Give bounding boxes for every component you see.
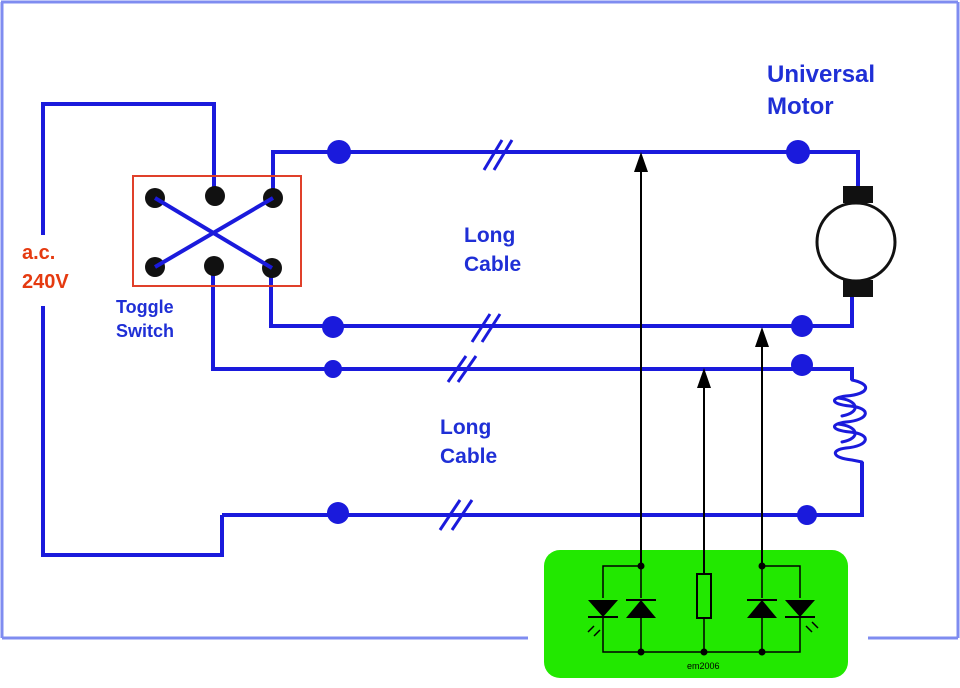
- diagram-frame: [0, 0, 960, 640]
- wire-lamp-top: [211, 268, 854, 380]
- cable-label-line1: Long: [440, 416, 491, 439]
- junction-dots: [637, 562, 766, 656]
- led-icon: [785, 600, 819, 633]
- cable-break-marks: [438, 139, 514, 531]
- sense-wires: [640, 166, 763, 576]
- cable-label-line2: Cable: [464, 253, 521, 276]
- diode-icon: [747, 599, 777, 618]
- terminal-dot: [791, 315, 813, 337]
- terminal-dots: [322, 140, 817, 525]
- wire-motor-bottom: [269, 268, 854, 328]
- supply-label-line1: a.c.: [22, 242, 55, 264]
- switch-label-line2: Switch: [116, 321, 174, 341]
- motor-symbol-icon: [815, 186, 897, 297]
- terminal-dot: [797, 505, 817, 525]
- arrow-up-icon: [634, 152, 648, 172]
- terminal-dot: [324, 360, 342, 378]
- terminal-dot: [791, 354, 813, 376]
- led-icon: [587, 600, 618, 637]
- cable-label-line1: Long: [464, 224, 515, 247]
- cable-label-line2: Cable: [440, 445, 497, 468]
- credit-label: em2006: [687, 661, 720, 671]
- wire-lamp-bottom: [222, 462, 864, 517]
- arrow-up-icon: [697, 368, 711, 388]
- terminal-dot: [786, 140, 810, 164]
- resistor-icon: [696, 573, 712, 619]
- diode-icon: [626, 599, 656, 618]
- lamp-filament-icon: [833, 378, 867, 464]
- motor-label-line1: Universal: [767, 61, 875, 88]
- terminal-dot: [327, 502, 349, 524]
- arrow-up-icon: [755, 327, 769, 347]
- terminal-dot: [322, 316, 344, 338]
- sense-arrowheads: [634, 152, 769, 388]
- cable-wires: [211, 150, 864, 517]
- supply-wires: [41, 102, 224, 557]
- motor-label-line2: Motor: [767, 93, 834, 120]
- toggle-switch-icon: [132, 175, 302, 287]
- supply-label-line2: 240V: [22, 271, 69, 293]
- wire-motor-top: [271, 150, 860, 196]
- switch-label-line1: Toggle: [116, 297, 174, 317]
- terminal-dot: [327, 140, 351, 164]
